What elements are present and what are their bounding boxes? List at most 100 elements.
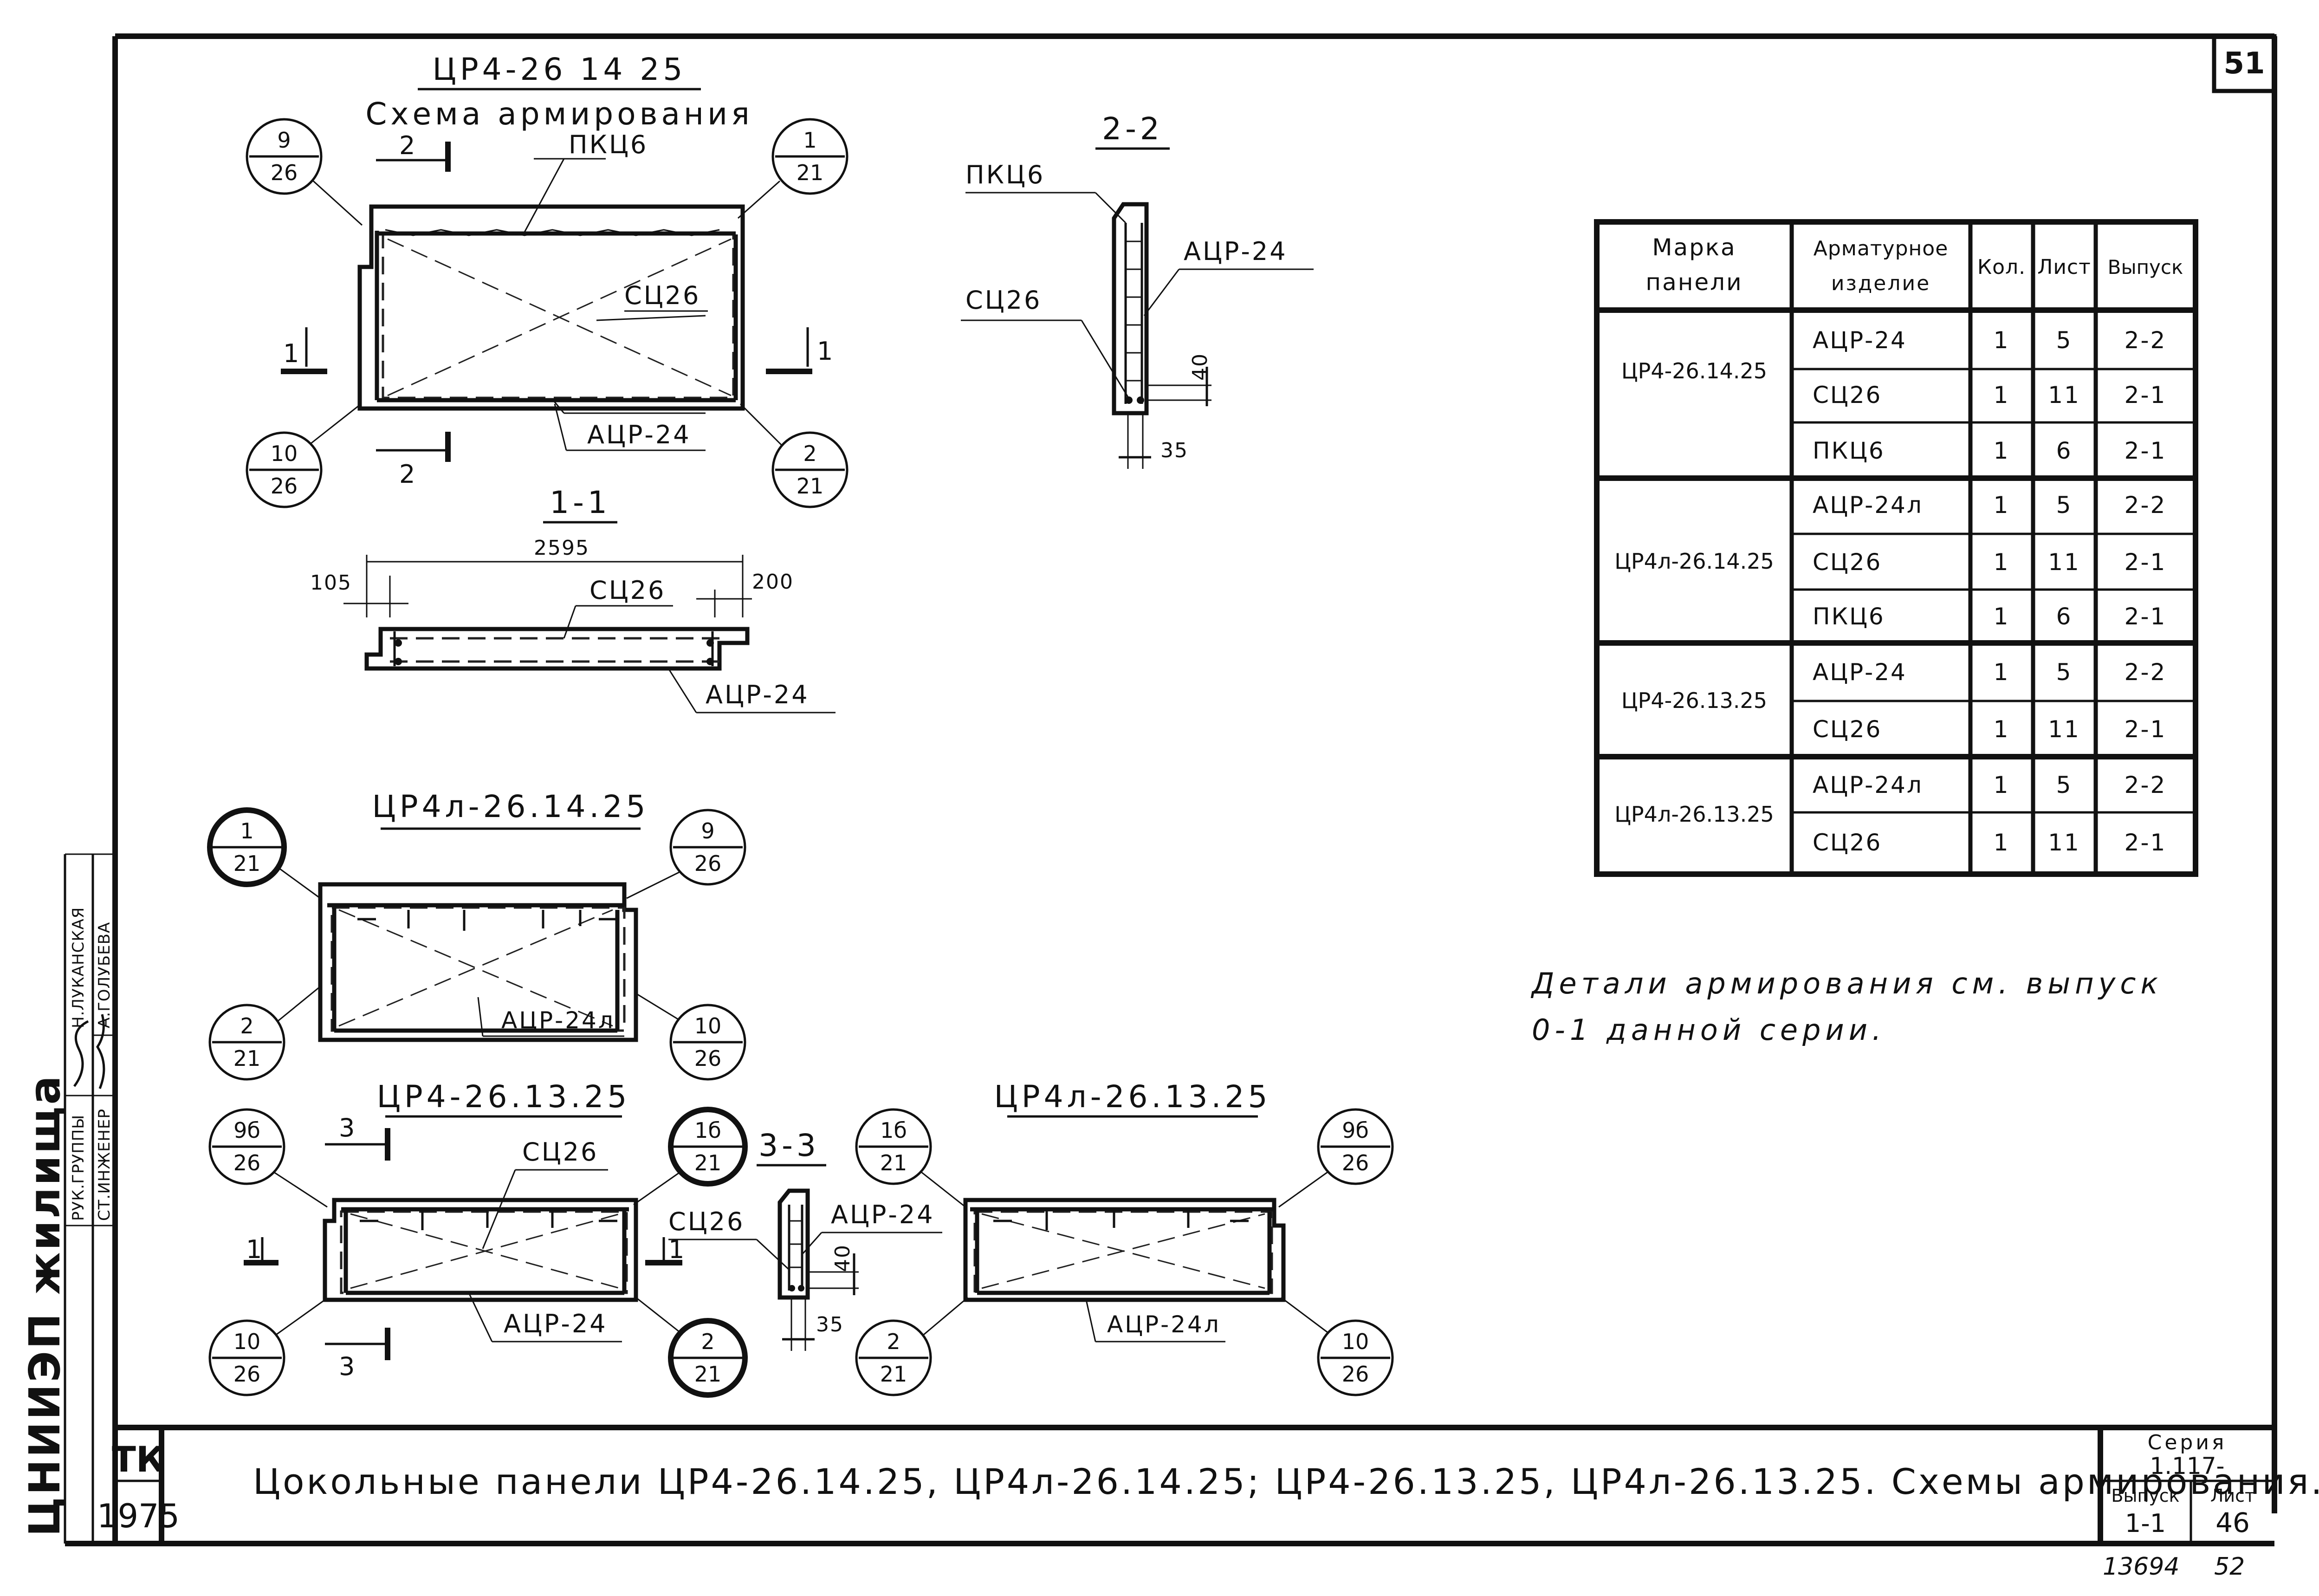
bubble-9-26-a: 9 26 <box>246 118 363 226</box>
stamp-number: 13694 <box>2103 1553 2179 1581</box>
bubble-1-21-b: 1 21 <box>207 807 321 899</box>
svg-text:9: 9 <box>277 128 291 153</box>
title-block-frame <box>115 1427 2274 1544</box>
panel-c-outline <box>323 1198 638 1302</box>
cut-1-c-left: 1 <box>246 1235 264 1264</box>
svg-text:26: 26 <box>271 160 298 185</box>
svg-text:26: 26 <box>694 1046 722 1071</box>
svg-text:26: 26 <box>1342 1150 1369 1175</box>
cut-markers-a <box>281 142 812 462</box>
sheet-frame <box>64 33 2277 1546</box>
series-label: Серия <box>2148 1431 2227 1454</box>
issue-value: 1-1 <box>2125 1509 2166 1538</box>
panel-a-outline <box>357 204 745 411</box>
svg-text:2-1: 2-1 <box>2125 382 2167 409</box>
svg-text:АЦР-24: АЦР-24 <box>1813 327 1907 354</box>
svg-text:1: 1 <box>1994 382 2010 409</box>
svg-text:26: 26 <box>1342 1362 1369 1387</box>
svg-text:6: 6 <box>2056 437 2073 464</box>
table-row: АЦР-24л 1 5 2-2 <box>1813 772 2165 798</box>
label-atsr24l-d: АЦР-24л <box>1107 1311 1221 1338</box>
label-sts26-11: СЦ26 <box>589 576 666 605</box>
dim-40-33: 40 <box>831 1244 855 1272</box>
year: 1975 <box>97 1497 180 1535</box>
spec-table-grid <box>1594 219 2198 877</box>
th-sheet: Лист <box>2037 255 2091 279</box>
svg-text:21: 21 <box>233 1046 261 1071</box>
group-4-mark: ЦР4л-26.13.25 <box>1614 802 1774 827</box>
bubble-9b-26-c: 9б 26 <box>208 1108 328 1208</box>
th-issue: Выпуск <box>2108 256 2183 279</box>
svg-text:10: 10 <box>1342 1329 1369 1354</box>
svg-text:1б: 1б <box>694 1118 721 1143</box>
table-row: СЦ26 1 11 2-1 <box>1813 829 2165 856</box>
svg-text:10: 10 <box>271 441 298 466</box>
section-3-3-title: 3-3 <box>758 1128 820 1163</box>
svg-text:2-1: 2-1 <box>2125 549 2167 576</box>
stamp-page: 52 <box>2214 1553 2245 1581</box>
th-rebar-2: изделие <box>1831 272 1930 295</box>
svg-text:9б: 9б <box>1342 1118 1369 1143</box>
bubble-10-26-c: 10 26 <box>208 1299 325 1396</box>
svg-text:1: 1 <box>1994 492 2010 519</box>
svg-text:2-1: 2-1 <box>2125 716 2167 743</box>
svg-text:2-2: 2-2 <box>2125 492 2167 519</box>
role-group-lead: РУК.ГРУППЫ <box>69 1115 88 1221</box>
svg-text:1: 1 <box>1994 549 2010 576</box>
svg-text:1: 1 <box>1994 437 2010 464</box>
svg-text:1: 1 <box>803 128 816 153</box>
org-stamp: ЦНИИЭП жилища <box>20 1074 70 1537</box>
svg-text:1б: 1б <box>880 1118 907 1143</box>
bubble-1b-21-c: 1б 21 <box>633 1107 748 1206</box>
label-sts26-33: СЦ26 <box>668 1207 745 1236</box>
svg-text:СЦ26: СЦ26 <box>1813 382 1882 409</box>
cut-2-bottom: 2 <box>399 460 417 489</box>
label-sts26-22: СЦ26 <box>965 285 1042 315</box>
cut-3-bottom: 3 <box>339 1352 356 1381</box>
table-row: ПКЦ6 1 6 2-1 <box>1813 603 2167 630</box>
svg-text:СЦ26: СЦ26 <box>1813 549 1882 576</box>
issue-label: Выпуск <box>2111 1486 2179 1506</box>
table-row: АЦР-24 1 5 2-2 <box>1813 327 2165 354</box>
bubble-2-21-a: 2 21 <box>739 403 849 508</box>
group-1-mark: ЦР4-26.14.25 <box>1621 358 1767 383</box>
bubble-10-26-a: 10 26 <box>246 403 362 508</box>
svg-text:10: 10 <box>694 1013 722 1038</box>
dim-35-22: 35 <box>1160 439 1188 462</box>
drawing-d-mark: ЦР4л-26.13.25 <box>994 1079 1271 1115</box>
bubble-1-21-a: 1 21 <box>738 118 849 219</box>
section-1-1-title: 1-1 <box>550 485 611 520</box>
label-pkts6-22: ПКЦ6 <box>965 160 1045 189</box>
note-line-2: 0-1 данной серии. <box>1532 1013 1886 1047</box>
svg-text:11: 11 <box>2048 829 2080 856</box>
panel-d-outline <box>963 1198 1286 1302</box>
panel-b-outline <box>318 882 638 1042</box>
svg-text:2: 2 <box>887 1329 900 1354</box>
svg-text:2-1: 2-1 <box>2125 603 2167 630</box>
svg-text:26: 26 <box>694 851 722 876</box>
table-row: СЦ26 1 11 2-1 <box>1813 549 2167 576</box>
svg-text:2-1: 2-1 <box>2125 437 2167 464</box>
table-row: АЦР-24 1 5 2-2 <box>1813 659 2165 686</box>
svg-text:ПКЦ6: ПКЦ6 <box>1813 437 1885 464</box>
cut-3-top: 3 <box>339 1113 356 1142</box>
svg-text:5: 5 <box>2056 772 2073 798</box>
svg-text:10: 10 <box>233 1329 261 1354</box>
svg-text:2: 2 <box>803 441 816 466</box>
bubble-2-21-d: 2 21 <box>855 1297 968 1396</box>
person-lukanskaya: Н.ЛУКАНСКАЯ <box>69 907 88 1028</box>
sheet-value: 46 <box>2215 1507 2250 1538</box>
group-3-mark: ЦР4-26.13.25 <box>1621 688 1767 713</box>
dim-2595: 2595 <box>534 536 589 560</box>
label-atsr24-a: АЦР-24 <box>587 420 691 449</box>
cut-markers-c <box>244 1128 682 1360</box>
section-2-2-title: 2-2 <box>1102 111 1163 147</box>
bubble-2-21-b: 2 21 <box>208 986 321 1081</box>
svg-text:1: 1 <box>1994 716 2010 743</box>
tk-code: ТК <box>112 1439 165 1480</box>
bubble-10-26-b: 10 26 <box>635 993 746 1081</box>
label-atsr24-c: АЦР-24 <box>504 1309 608 1338</box>
series-value: 1.117- <box>2150 1453 2224 1479</box>
svg-text:11: 11 <box>2048 382 2080 409</box>
